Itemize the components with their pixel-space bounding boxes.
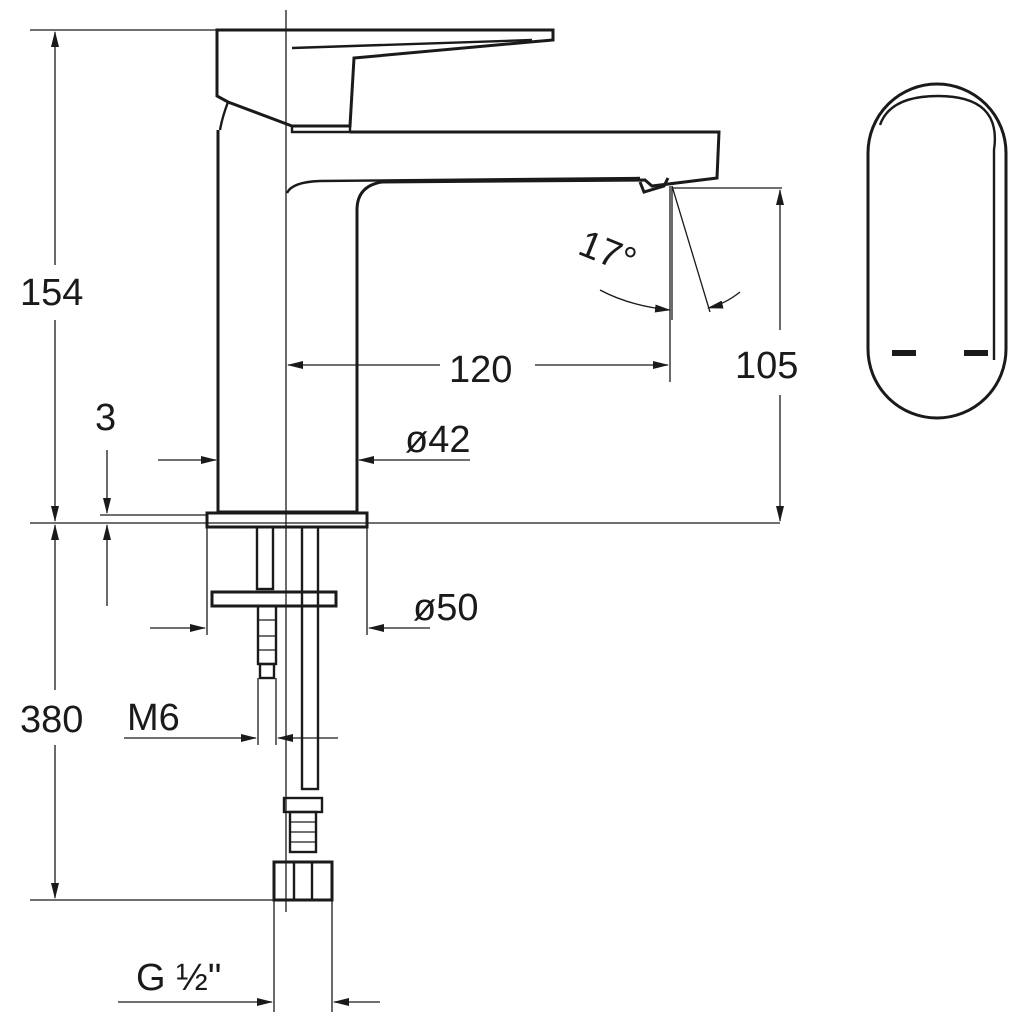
- angle-arc-left: [599, 289, 671, 313]
- handle-base: [218, 101, 352, 134]
- spout-underside: [285, 176, 641, 194]
- dim-connector-thread-prefix: G: [136, 957, 176, 999]
- dimension-labels: 154 380 3 120 105 17° ø42 ø50 M6 G ½": [20, 223, 798, 999]
- dim-spout-angle: 17°: [573, 223, 642, 283]
- dim-base-thickness: 3: [95, 397, 116, 439]
- faucet-body: [216, 130, 721, 514]
- dim-connector-thread: G ½": [136, 957, 221, 999]
- dim-underside-length: 380: [20, 699, 83, 741]
- dimension-lines: [30, 29, 784, 1012]
- dim-total-height: 154: [20, 272, 83, 314]
- m6-nut: [258, 662, 276, 680]
- handle-cap: [291, 38, 533, 50]
- handle-mark-right: [964, 350, 988, 356]
- handle-lever: [215, 28, 555, 128]
- handle-top-outline: [866, 82, 1008, 420]
- base-flange: [205, 511, 369, 529]
- dim-stud-thread: M6: [127, 697, 180, 739]
- handle-mark-left: [892, 350, 916, 356]
- dim-connector-thread-suffix: ": [208, 957, 222, 999]
- angle-arc-right: [707, 291, 741, 309]
- connector-nut: [272, 860, 334, 902]
- faucet-side-view: [205, 10, 721, 912]
- dim-body-diameter: ø42: [405, 419, 470, 461]
- right-hose: [300, 525, 320, 791]
- dim-connector-thread-fraction: ½: [176, 957, 208, 999]
- m6-stud: [256, 604, 278, 666]
- hose-crimp: [282, 796, 324, 814]
- dim-base-diameter: ø50: [413, 587, 478, 629]
- angle-outlet-line: [671, 185, 711, 313]
- aerator: [638, 177, 670, 194]
- handle-top-inner: [878, 94, 997, 360]
- dim-outlet-height: 105: [735, 345, 798, 387]
- dim-spout-reach: 120: [449, 349, 512, 391]
- left-hose: [255, 525, 275, 591]
- handle-top-view: [866, 82, 1008, 420]
